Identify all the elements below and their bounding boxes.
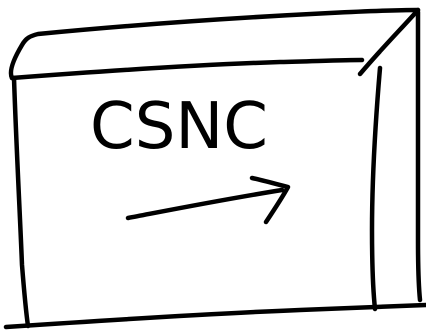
box-top-face xyxy=(8,7,421,81)
box-label: CSNC xyxy=(90,90,268,164)
box-top-right-edge xyxy=(357,7,421,77)
box-front-right-edge xyxy=(369,65,383,312)
box-top-front-edge xyxy=(9,57,365,81)
box-front-bottom-edge xyxy=(3,302,426,330)
arrow-head xyxy=(249,175,291,225)
box-side-back-edge xyxy=(415,9,423,303)
arrow-shaft xyxy=(125,187,285,221)
box-front-left-edge xyxy=(11,75,31,329)
